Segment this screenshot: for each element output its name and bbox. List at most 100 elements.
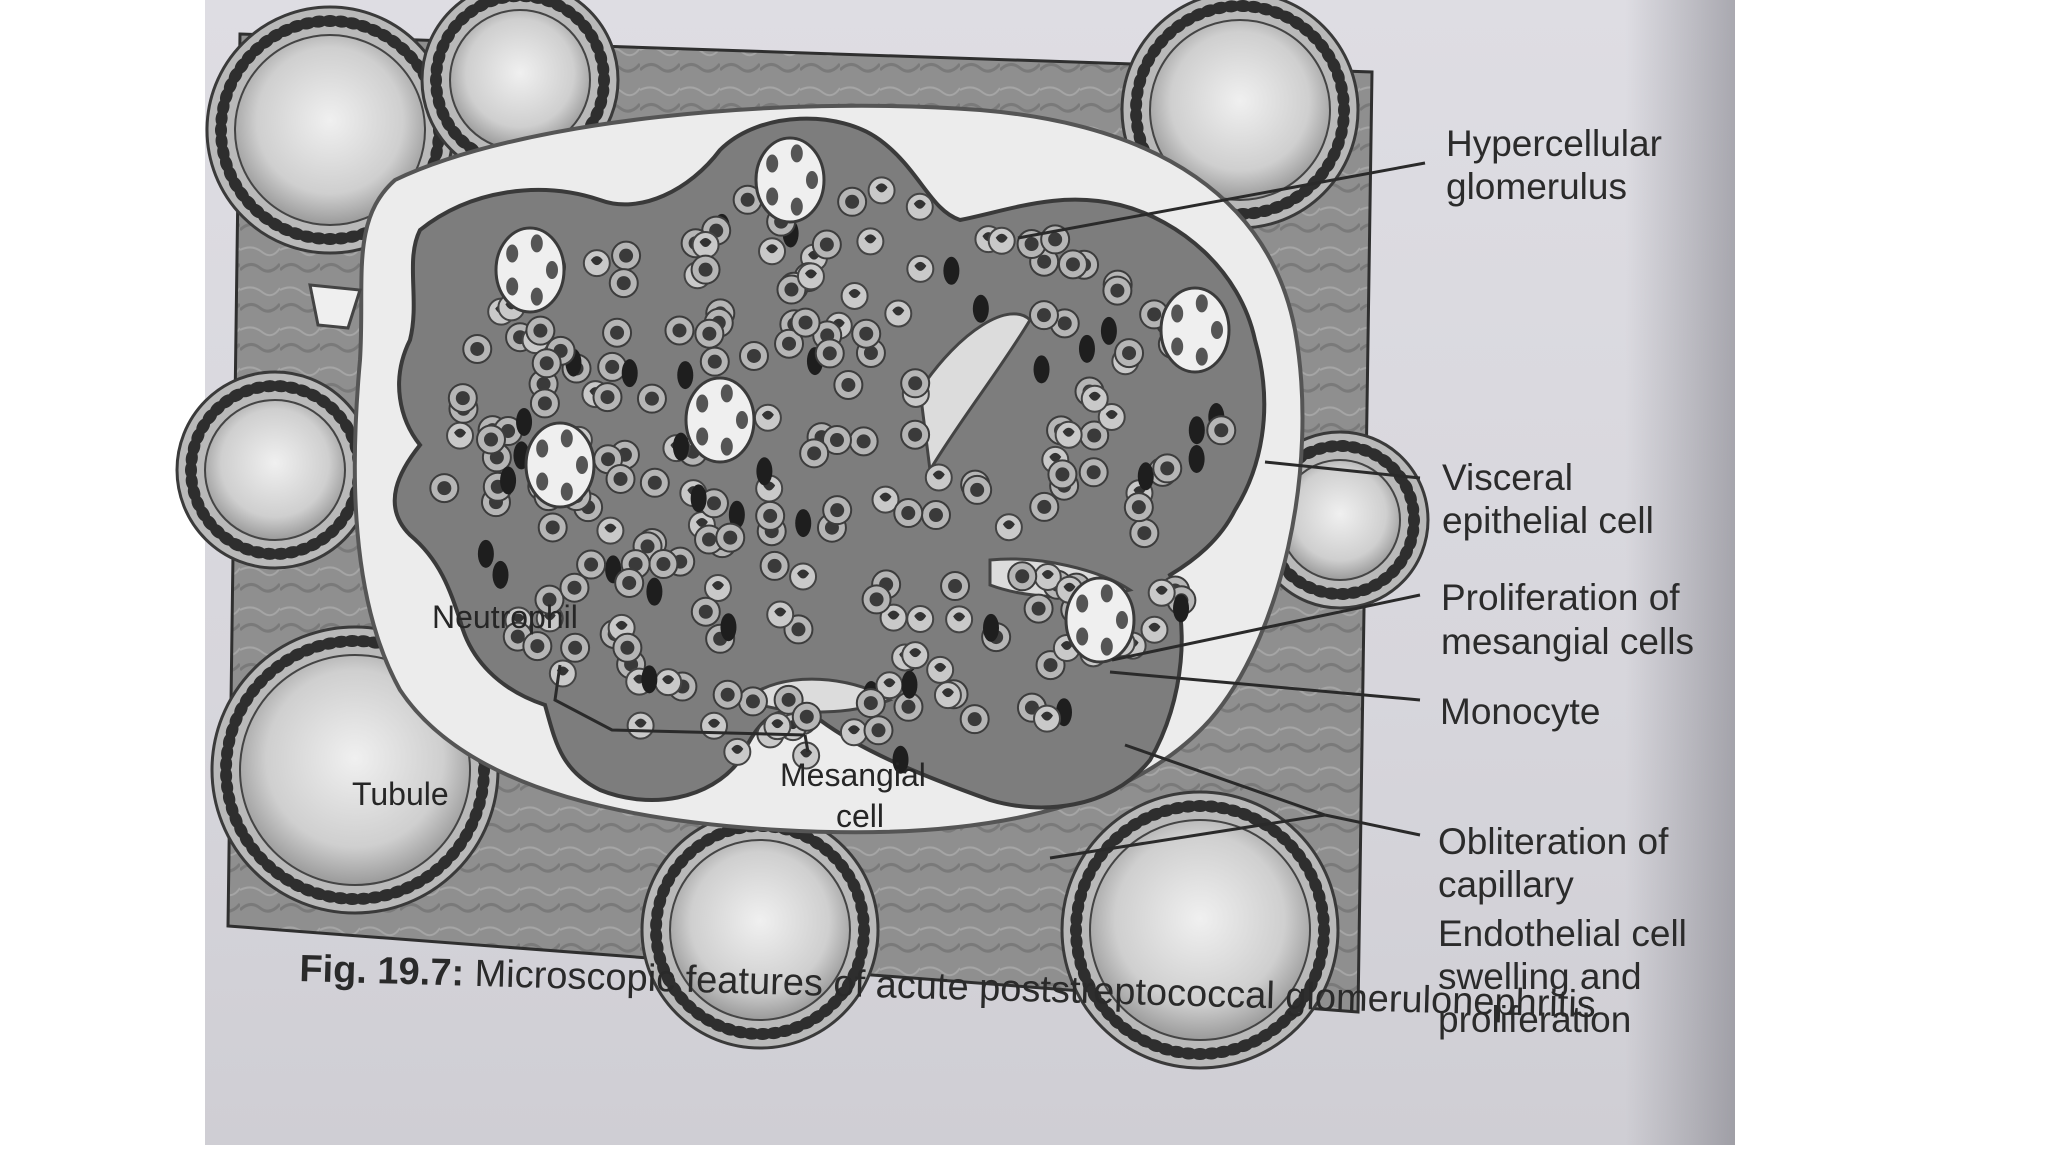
cell-254 xyxy=(811,229,842,260)
cell-28 xyxy=(959,704,990,735)
cell-227 xyxy=(796,262,825,291)
label-proliferation-line2: mesangial cells xyxy=(1441,621,1694,662)
cell-111 xyxy=(753,403,782,432)
cell-217 xyxy=(893,691,924,722)
cell-70 xyxy=(636,383,667,414)
cell-120 xyxy=(596,516,625,545)
leader-lines xyxy=(553,161,1426,860)
cell-149 xyxy=(1140,615,1169,644)
cell-108 xyxy=(766,600,795,629)
cell-14 xyxy=(446,421,475,450)
cell-54 xyxy=(559,572,590,603)
cell-231 xyxy=(500,466,517,495)
triangle-cell xyxy=(308,283,362,330)
cell-104 xyxy=(738,340,769,371)
label-neutrophil: Neutrophil xyxy=(432,599,578,635)
cell-60 xyxy=(795,509,812,538)
cell-142 xyxy=(477,539,494,568)
cell-2 xyxy=(900,419,931,450)
cell-168 xyxy=(560,632,591,663)
cell-208 xyxy=(892,745,909,774)
label-obliteration-line1: Obliteration of xyxy=(1438,821,1669,862)
cell-17 xyxy=(774,328,805,359)
cell-74 xyxy=(516,407,533,436)
cell-220 xyxy=(700,711,729,740)
cell-230 xyxy=(641,665,658,694)
cell-159 xyxy=(699,346,730,377)
label-hypercellular-line2: glomerulus xyxy=(1446,166,1627,207)
cell-75 xyxy=(1029,491,1060,522)
cell-216 xyxy=(855,688,886,719)
label-obliteration-line2: capillary xyxy=(1438,864,1574,905)
cell-138 xyxy=(608,268,639,299)
cell-238 xyxy=(712,679,743,710)
cell-158 xyxy=(871,485,900,514)
cell-167 xyxy=(987,226,1016,255)
cell-143 xyxy=(1206,415,1237,446)
cell-179 xyxy=(759,550,790,581)
cell-56 xyxy=(1102,275,1133,306)
cell-141 xyxy=(900,368,931,399)
cell-81 xyxy=(920,500,951,531)
cell-62 xyxy=(732,184,763,215)
cell-225 xyxy=(476,424,507,455)
cell-215 xyxy=(720,613,737,642)
cell-251 xyxy=(962,474,993,505)
cell-241 xyxy=(462,333,493,364)
cell-107 xyxy=(867,176,896,205)
cell-59 xyxy=(833,369,864,400)
cell-257 xyxy=(863,715,894,746)
caption-prefix: Fig. 19.7: xyxy=(298,948,465,995)
cell-243 xyxy=(690,254,721,285)
cell-239 xyxy=(605,463,636,494)
cell-253 xyxy=(715,522,746,553)
capillary-1 xyxy=(754,136,826,224)
label-visceral-line2: epithelial cell xyxy=(1442,500,1654,541)
cell-55 xyxy=(1033,355,1050,384)
label-mesangial-line1: Mesangial xyxy=(780,757,926,793)
label-mesangial-line2: cell xyxy=(836,798,885,834)
cell-144 xyxy=(943,256,960,285)
cell-71 xyxy=(926,655,955,684)
cell-228 xyxy=(1100,316,1117,345)
cell-184 xyxy=(648,549,679,580)
cell-204 xyxy=(790,307,821,338)
cell-84 xyxy=(884,299,913,328)
label-hypercellular-line1: Hypercellular xyxy=(1446,123,1662,164)
cell-199 xyxy=(933,681,962,710)
cell-32 xyxy=(639,467,670,498)
tubule-6 xyxy=(175,370,375,570)
cell-214 xyxy=(972,294,989,323)
cell-187 xyxy=(861,584,892,615)
cell-233 xyxy=(626,711,655,740)
cell-218 xyxy=(612,632,643,663)
cell-38 xyxy=(1007,561,1038,592)
cell-76 xyxy=(723,737,752,766)
cell-77 xyxy=(1188,444,1205,473)
cell-255 xyxy=(924,463,953,492)
cell-194 xyxy=(592,382,623,413)
cell-235 xyxy=(1057,249,1088,280)
cell-69 xyxy=(582,249,611,278)
cell-145 xyxy=(851,318,882,349)
cell-90 xyxy=(906,254,935,283)
cell-164 xyxy=(758,237,787,266)
label-endothelial-line3: proliferation xyxy=(1438,999,1632,1040)
cell-245 xyxy=(1123,492,1154,523)
cell-259 xyxy=(1080,384,1109,413)
cell-91 xyxy=(611,240,642,271)
cell-169 xyxy=(694,524,725,555)
cell-236 xyxy=(1078,334,1095,363)
label-visceral-line1: Visceral xyxy=(1442,457,1573,498)
label-tubule: Tubule xyxy=(352,776,449,812)
cell-206 xyxy=(522,631,553,662)
cell-140 xyxy=(691,230,720,259)
cell-222 xyxy=(1028,300,1059,331)
cell-97 xyxy=(839,718,868,747)
cell-210 xyxy=(792,741,821,770)
cell-42 xyxy=(848,426,879,457)
cell-223 xyxy=(893,498,924,529)
cell-248 xyxy=(994,513,1023,542)
cell-207 xyxy=(1137,462,1154,491)
capillary-2 xyxy=(1159,286,1231,374)
